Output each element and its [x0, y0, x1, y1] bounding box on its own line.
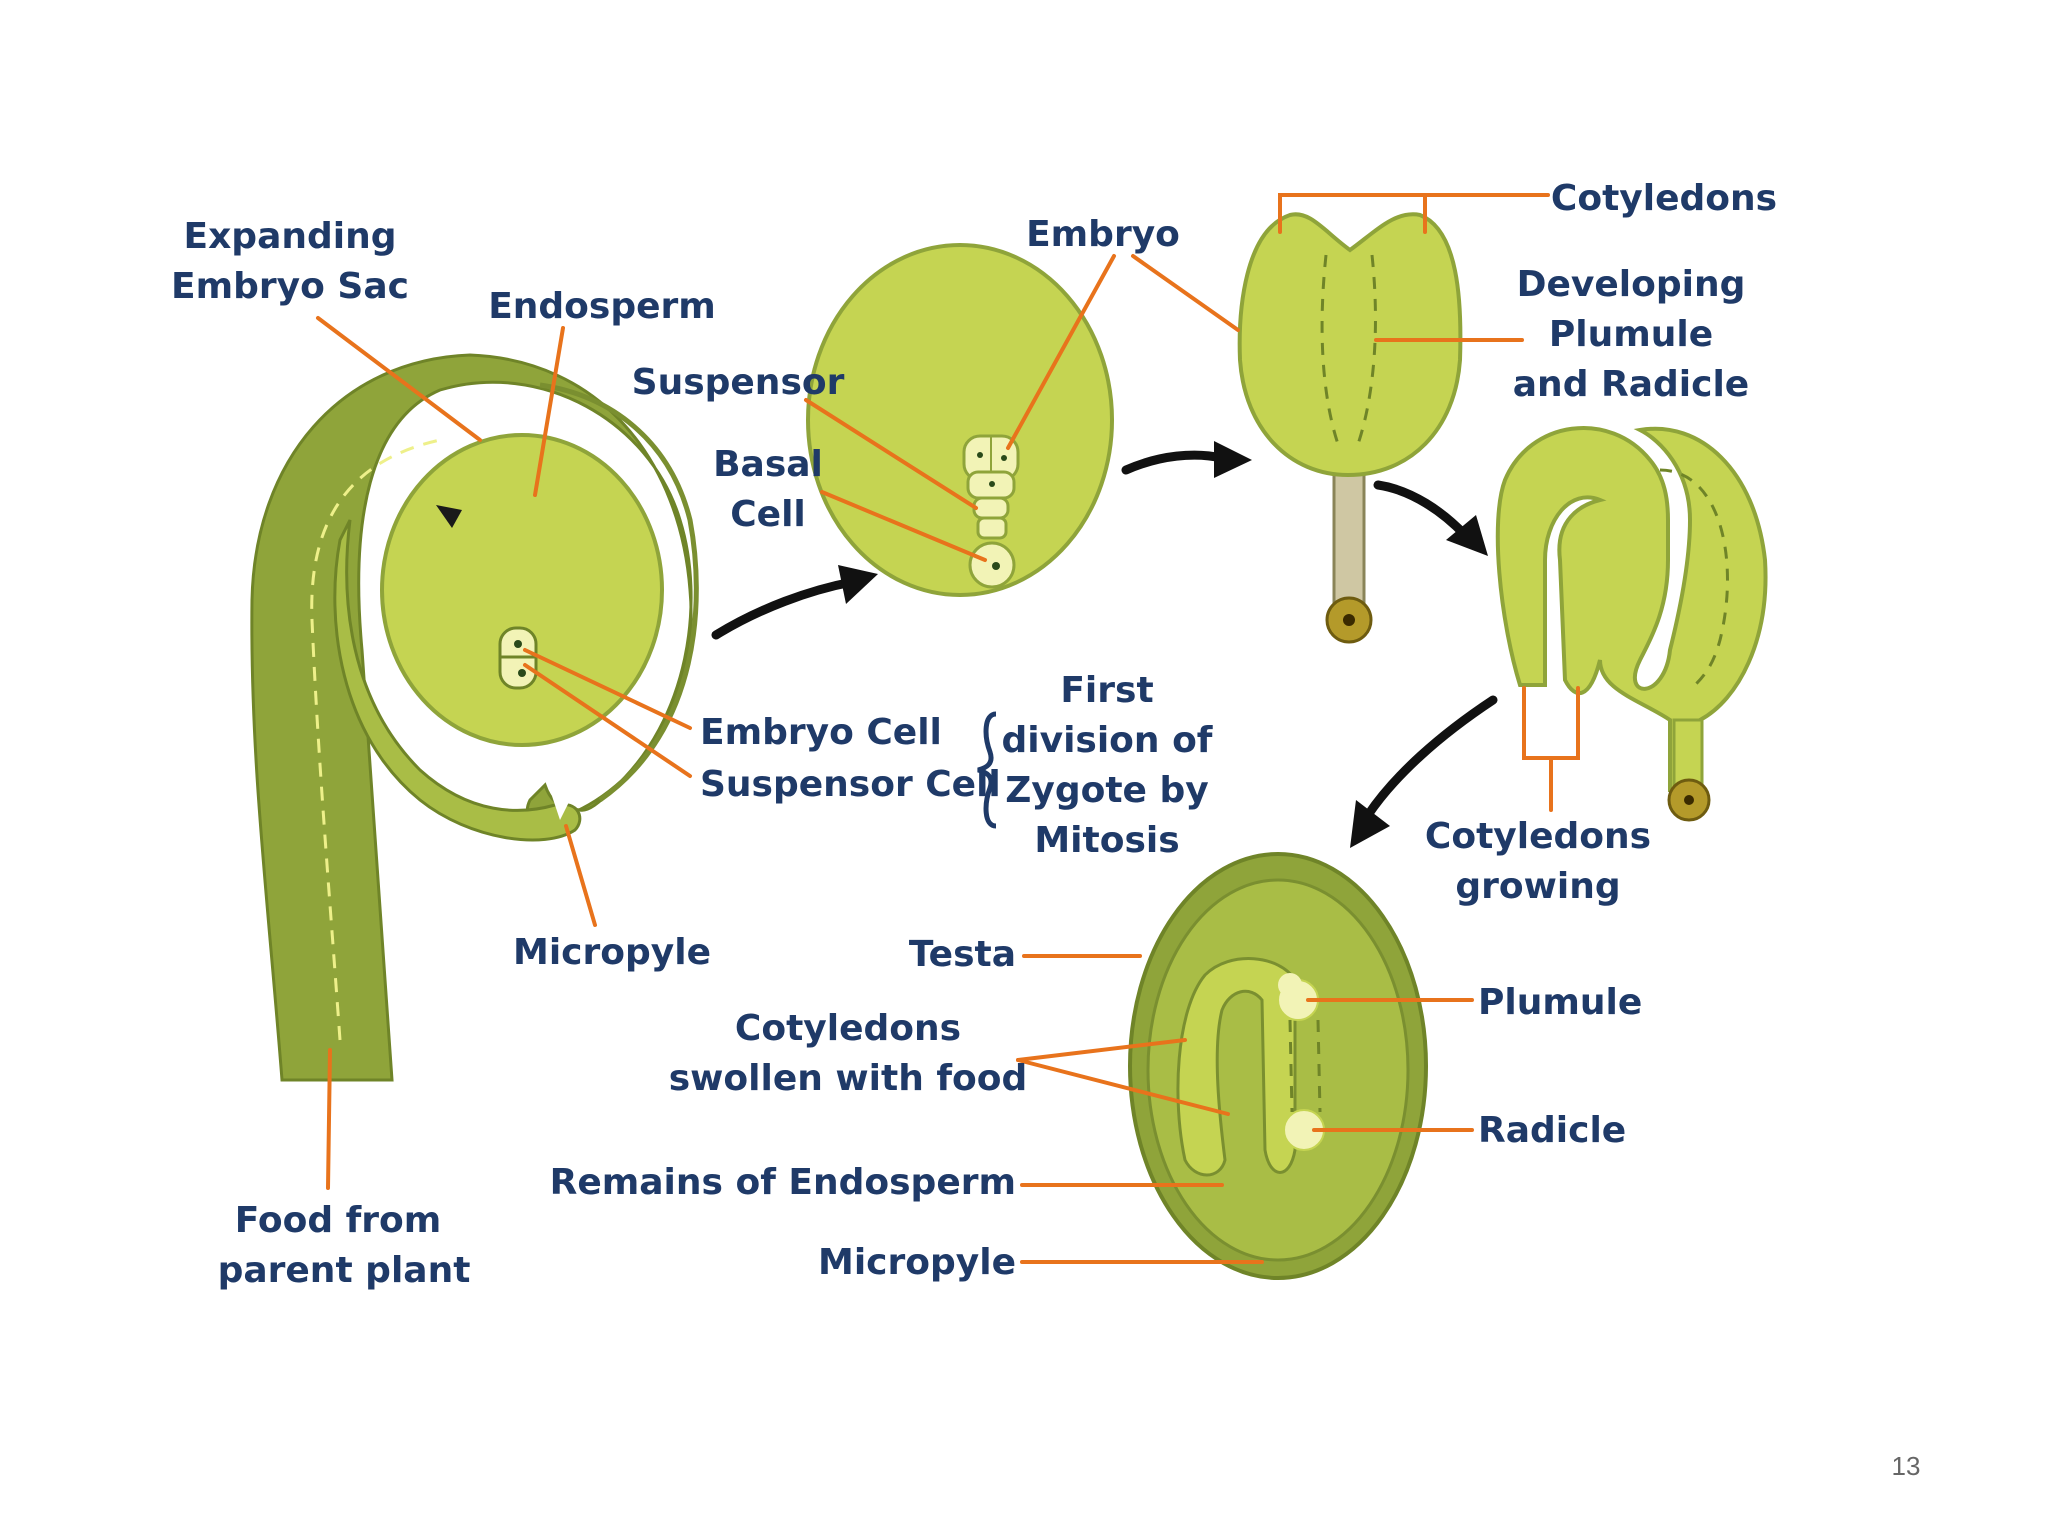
label-first-division-line4: Mitosis: [1034, 820, 1179, 861]
folded-cotyledons: [1176, 957, 1297, 1177]
bent-embryo: [1495, 426, 1768, 792]
outer-integument-ring: [539, 382, 699, 803]
label-cotyledons-growing-line2: growing: [1455, 866, 1620, 907]
arrowhead-icon: [1446, 515, 1488, 556]
label-developing-line2: Plumule: [1549, 314, 1713, 355]
leader-lines: [316, 193, 1580, 1264]
label-embryo-cell: Embryo Cell: [700, 712, 942, 753]
arrowhead-icon: [1350, 800, 1390, 848]
label-radicle: Radicle: [1478, 1110, 1626, 1151]
bent-embryo-stage: [1495, 426, 1768, 822]
label-testa: Testa: [909, 934, 1016, 975]
label-first-division-line2: division of: [1002, 720, 1213, 761]
developing-axis-dashed: [1320, 254, 1377, 451]
inner-cotyledon-dashed: [1659, 468, 1729, 692]
axis-dashed: [1288, 1019, 1294, 1113]
label-micropyle-top: Micropyle: [513, 932, 711, 973]
embryo-cells: [962, 434, 1020, 589]
early-embryo-stage: [806, 243, 1114, 597]
embryo-sac: [380, 433, 664, 747]
heart-embryo: [1237, 212, 1463, 478]
curved-arrow-icon: [1363, 695, 1498, 820]
micropyle-gap: [550, 790, 575, 820]
label-developing-line3: and Radicle: [1513, 364, 1749, 405]
label-basal-cell-line2: Cell: [730, 494, 806, 535]
label-embryo: Embryo: [1026, 214, 1180, 255]
label-food-from-parent-line2: parent plant: [218, 1250, 471, 1291]
food-path-dashed: [310, 438, 441, 1041]
label-expanding-embryo-sac-line1: Expanding: [183, 216, 396, 257]
label-developing-line1: Developing: [1517, 264, 1746, 305]
labels: Expanding Embryo Sac Endosperm Suspensor…: [171, 178, 1777, 1291]
label-first-division-line3: Zygote by: [1005, 770, 1208, 811]
label-first-division-line1: First: [1060, 670, 1153, 711]
label-cotyledons-swollen-line1: Cotyledons: [735, 1008, 961, 1049]
label-basal-cell-line1: Basal: [713, 444, 823, 485]
curved-arrow-icon: [711, 577, 857, 640]
suspensor-stalk: [1332, 468, 1366, 612]
process-arrows: [711, 441, 1498, 848]
curved-arrow-icon: [1121, 450, 1227, 475]
embryo-sac-stage2: [806, 243, 1114, 597]
label-cotyledons-top: Cotyledons: [1551, 178, 1777, 219]
zygote-cells: [498, 626, 538, 690]
arrowhead-icon: [838, 565, 878, 604]
arrowhead-icon: [1214, 441, 1252, 478]
label-cotyledons-growing-line1: Cotyledons: [1425, 816, 1651, 857]
page-number: 13: [1892, 1451, 1921, 1481]
curved-arrow-icon: [1373, 480, 1470, 540]
label-food-from-parent-line1: Food from: [235, 1200, 442, 1241]
label-remains-of-endosperm: Remains of Endosperm: [550, 1162, 1016, 1203]
heart-embryo-stage: [1237, 212, 1463, 644]
brace-icon: [977, 711, 997, 829]
mature-seed-stage: [1128, 852, 1428, 1280]
growth-arrowhead-icon: [436, 505, 462, 528]
ovule-stage: [250, 353, 699, 1082]
label-suspensor-cell: Suspensor Cell: [700, 764, 1001, 805]
label-cotyledons-swollen-line2: swollen with food: [669, 1058, 1028, 1099]
label-endosperm: Endosperm: [488, 286, 716, 327]
label-plumule: Plumule: [1478, 982, 1642, 1023]
label-micropyle-bottom: Micropyle: [818, 1242, 1016, 1283]
label-expanding-embryo-sac-line2: Embryo Sac: [171, 266, 409, 307]
funicle-and-integument: [250, 353, 693, 1082]
label-suspensor: Suspensor: [632, 362, 845, 403]
inner-integument: [333, 519, 582, 842]
